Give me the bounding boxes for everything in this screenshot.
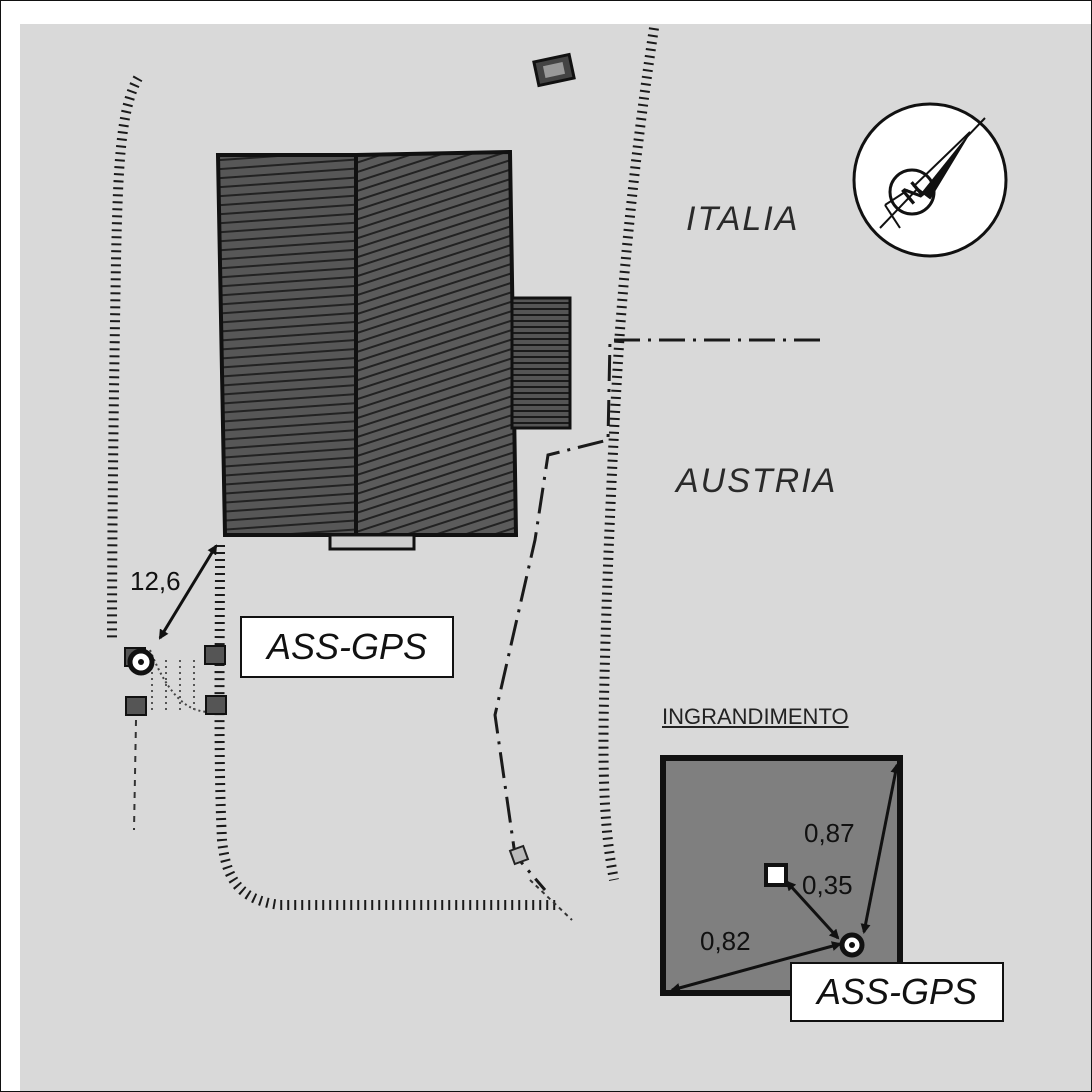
gate-post-sw: [125, 696, 147, 716]
gps-point-center: [138, 659, 144, 665]
compass-rose: [852, 102, 1008, 258]
building-annex: [510, 296, 572, 430]
inset-arrow-035: [785, 880, 840, 940]
gate-post-se: [205, 695, 227, 715]
gate-post-ne: [204, 645, 226, 665]
country-label-italia: ITALIA: [686, 200, 800, 238]
path-dashed-end: [529, 879, 573, 921]
small-shelter-inner: [542, 62, 566, 78]
distance-label-main: 12,6: [130, 566, 181, 596]
country-border: [493, 338, 820, 891]
gps-label-main: ASS-GPS: [240, 616, 454, 678]
inset-distance-087: 0,87: [804, 818, 855, 848]
inset-arrow-082: [670, 941, 842, 993]
gate-dot-lines: [151, 660, 195, 712]
inset-post-marker: [764, 863, 788, 887]
inset-arrow-087: [860, 763, 901, 934]
border-marker: [508, 844, 530, 866]
building-entrance: [328, 533, 416, 551]
building-roof-east: [354, 149, 519, 537]
inset-title: INGRANDIMENTO: [662, 704, 849, 729]
road-boundary-hatch: [214, 544, 560, 910]
inset-distance-035: 0,35: [802, 870, 853, 900]
gps-label-inset: ASS-GPS: [790, 962, 1004, 1022]
building-roof-west: [215, 153, 358, 537]
inset-gps-center: [849, 942, 855, 948]
gate-dots: [149, 649, 211, 713]
distance-arrow-main: [158, 544, 218, 640]
inset-distance-082: 0,82: [700, 926, 751, 956]
country-label-austria: AUSTRIA: [676, 462, 838, 500]
